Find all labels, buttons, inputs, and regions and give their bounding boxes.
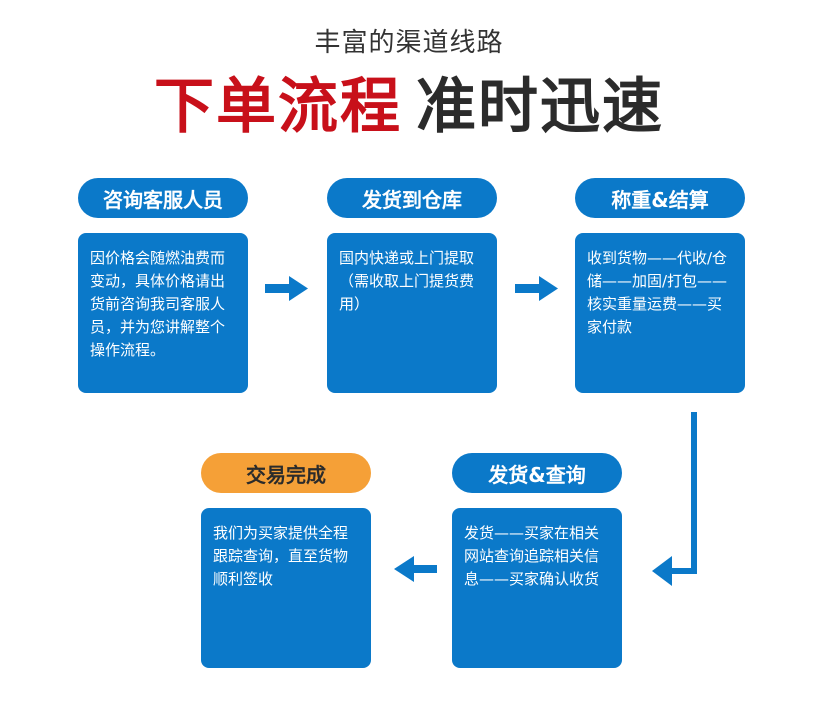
step-4-label: 发货&查询 [452, 453, 622, 493]
step-2-line: 国内快递或上门提取 [339, 249, 475, 267]
page-title: 下单流程准时迅速 [0, 58, 818, 145]
step-1-line: 操作流程。 [90, 341, 166, 359]
arrow-right-icon [515, 276, 558, 301]
step-1-line: 员，并为您讲解整个 [90, 318, 226, 336]
step-3-line: 核实重量运费——买 [587, 295, 723, 313]
step-4-line: 发货——买家在相关 [464, 524, 600, 542]
step-4-line: 网站查询追踪相关信 [464, 547, 600, 565]
step-5-line: 跟踪查询，直至货物 [213, 547, 349, 565]
step-3-line: 家付款 [587, 318, 633, 336]
step-3-line: 收到货物——代收/仓 [587, 249, 728, 267]
arrow-left-icon [394, 556, 437, 582]
title-red: 下单流程 [154, 72, 402, 142]
arrow-right-icon [265, 276, 308, 301]
arrow-elbow-left-icon [652, 412, 697, 586]
step-1-line: 变动，具体价格请出 [90, 272, 226, 290]
title-dark: 准时迅速 [416, 72, 664, 142]
subtitle: 丰富的渠道线路 [314, 28, 504, 58]
step-5-line: 顺利签收 [213, 570, 274, 588]
step-3-box: 收到货物——代收/仓 储——加固/打包—— 核实重量运费——买 家付款 [575, 233, 745, 393]
step-1-box: 因价格会随燃油费而 变动，具体价格请出 货前咨询我司客服人 员，并为您讲解整个 … [78, 233, 248, 393]
step-5-line: 我们为买家提供全程 [213, 524, 349, 542]
step-4-box: 发货——买家在相关 网站查询追踪相关信 息——买家确认收货 [452, 508, 622, 668]
step-2-line: （需收取上门提货费 [339, 272, 475, 290]
step-4-line: 息——买家确认收货 [464, 570, 600, 588]
step-2-line: 用） [339, 295, 370, 313]
step-3-line: 储——加固/打包—— [587, 272, 728, 290]
step-3-label: 称重&结算 [575, 178, 745, 218]
step-1-line: 货前咨询我司客服人 [90, 295, 226, 313]
step-2-box: 国内快递或上门提取 （需收取上门提货费 用） [327, 233, 497, 393]
step-5-box: 我们为买家提供全程 跟踪查询，直至货物 顺利签收 [201, 508, 371, 668]
step-2-label: 发货到仓库 [327, 178, 497, 218]
step-5-label: 交易完成 [201, 453, 371, 493]
step-1-line: 因价格会随燃油费而 [90, 249, 226, 267]
step-1-label: 咨询客服人员 [78, 178, 248, 218]
